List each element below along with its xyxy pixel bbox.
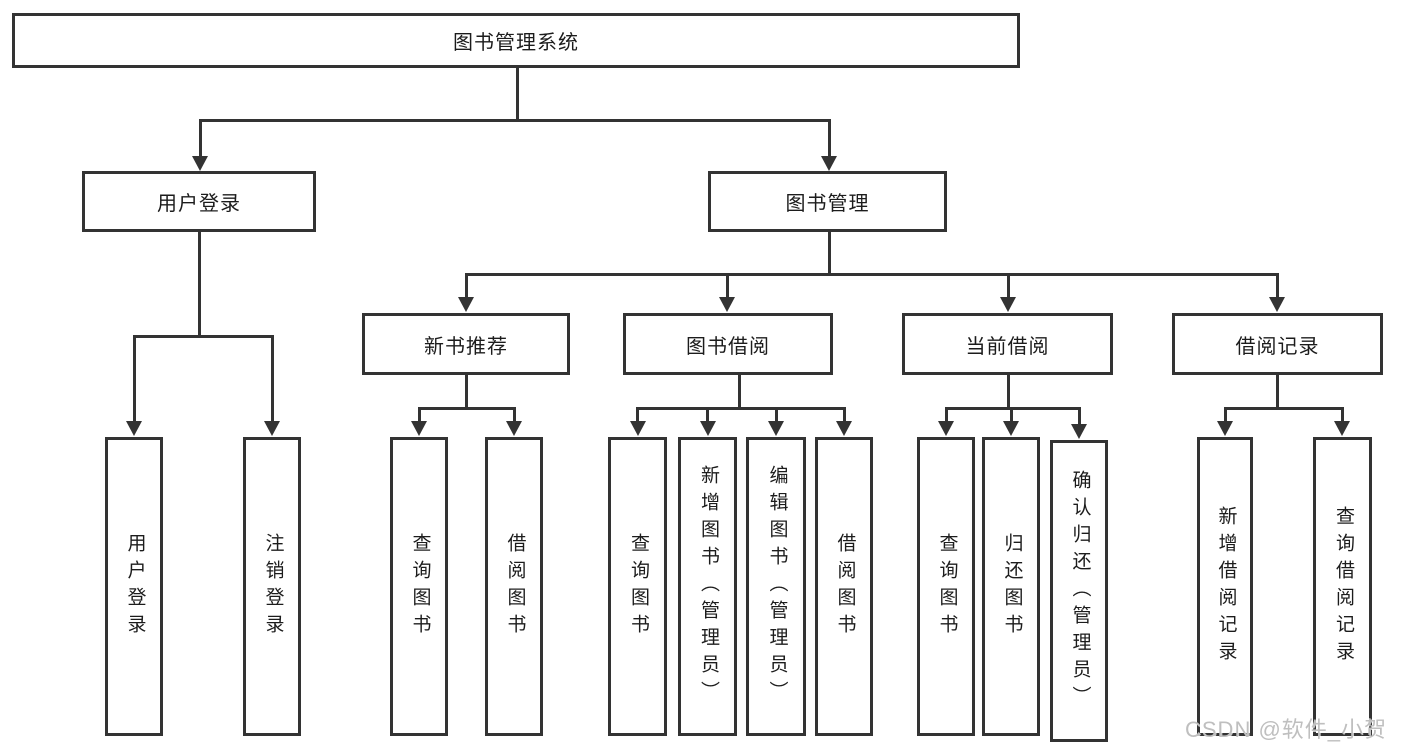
- connector-stub: [944, 406, 948, 422]
- arrowhead-leaf: [700, 421, 716, 436]
- leaf-query-books-borrow: 查询图书: [608, 437, 667, 736]
- node-current-borrow: 当前借阅: [902, 313, 1113, 375]
- arrowhead-leaf: [1071, 424, 1087, 439]
- leaf-confirm-return-admin: 确认归还（管理员）: [1050, 440, 1108, 742]
- node-label: 图书管理系统: [453, 32, 579, 54]
- connector-stub: [1341, 406, 1344, 422]
- leaf-label: 借阅图书: [504, 532, 526, 641]
- connector-stub: [774, 406, 778, 422]
- leaf-query-books-current: 查询图书: [917, 437, 975, 736]
- connector-stub: [842, 406, 846, 422]
- leaf-query-borrow-record: 查询借阅记录: [1313, 437, 1372, 736]
- connector-stub-leaf-logout: [270, 334, 274, 422]
- connector-stub-current-borrow: [1006, 273, 1010, 298]
- connector-borrow-records-rail: [1223, 406, 1344, 410]
- leaf-user-login: 用户登录: [105, 437, 163, 736]
- arrowhead-book-management: [821, 156, 837, 171]
- connector-stub: [636, 406, 639, 422]
- connector-stub: [1077, 406, 1081, 425]
- arrowhead-leaf: [938, 421, 954, 436]
- connector-stub: [706, 406, 709, 422]
- arrowhead-leaf: [630, 421, 646, 436]
- node-book-management: 图书管理: [708, 171, 947, 232]
- arrowhead-user-login: [192, 156, 208, 171]
- node-label: 新书推荐: [424, 335, 508, 358]
- arrowhead-leaf: [411, 421, 427, 436]
- connector-book-management-down: [827, 232, 831, 276]
- arrowhead-borrow-records: [1269, 297, 1285, 312]
- leaf-label: 编辑图书（管理员）: [766, 465, 788, 708]
- leaf-label: 用户登录: [124, 532, 146, 641]
- leaf-query-books-recommend: 查询图书: [390, 437, 448, 736]
- connector-stub: [1223, 406, 1227, 422]
- node-label: 当前借阅: [965, 335, 1050, 358]
- leaf-add-borrow-record: 新增借阅记录: [1197, 437, 1253, 736]
- node-label: 用户登录: [157, 193, 241, 215]
- csdn-watermark: CSDN @软件_小贺同学: [1185, 717, 1388, 742]
- leaf-label: 查询图书: [936, 532, 958, 641]
- connector-stub-leaf-user-login: [132, 334, 136, 422]
- leaf-borrow-books-borrow: 借阅图书: [815, 437, 873, 736]
- leaf-label: 新增图书（管理员）: [697, 465, 719, 708]
- connector-recommend-down: [464, 375, 468, 409]
- leaf-label: 查询借阅记录: [1332, 505, 1354, 668]
- connector-recommend-rail: [417, 406, 516, 410]
- connector-stub: [417, 406, 421, 422]
- arrowhead-leaf-logout: [264, 421, 280, 436]
- connector-level3-rail: [464, 273, 1279, 276]
- leaf-logout: 注销登录: [243, 437, 301, 736]
- leaf-label: 查询图书: [627, 532, 649, 641]
- connector-current-borrow-rail: [944, 406, 1081, 410]
- leaf-label: 借阅图书: [834, 532, 856, 641]
- leaf-borrow-books-recommend: 借阅图书: [485, 437, 543, 736]
- node-borrow-records: 借阅记录: [1172, 313, 1383, 375]
- arrowhead-leaf: [506, 421, 522, 436]
- leaf-label: 查询图书: [409, 532, 431, 641]
- node-library-management-system: 图书管理系统: [12, 13, 1020, 68]
- node-book-borrow: 图书借阅: [623, 313, 833, 375]
- node-new-book-recommend: 新书推荐: [362, 313, 570, 375]
- arrowhead-leaf: [836, 421, 852, 436]
- connector-stub-book-management: [827, 118, 831, 157]
- arrowhead-book-borrow: [719, 297, 735, 312]
- arrowhead-leaf: [1334, 421, 1350, 436]
- arrowhead-current-borrow: [1000, 297, 1016, 312]
- leaf-edit-book-admin: 编辑图书（管理员）: [746, 437, 806, 736]
- arrowhead-new-book-recommend: [458, 297, 474, 312]
- node-label: 图书管理: [785, 193, 870, 215]
- connector-stub-user-login: [198, 118, 202, 157]
- leaf-add-book-admin: 新增图书（管理员）: [678, 437, 737, 736]
- leaf-label: 确认归还（管理员）: [1069, 469, 1091, 713]
- leaf-label: 注销登录: [262, 532, 284, 641]
- connector-stub: [1009, 406, 1013, 422]
- arrowhead-leaf: [768, 421, 784, 436]
- node-label: 借阅记录: [1235, 335, 1320, 358]
- connector-stub: [512, 406, 516, 422]
- connector-stub-book-borrow: [725, 273, 729, 298]
- connector-stub-borrow-records: [1275, 273, 1279, 298]
- connector-level2-rail: [198, 118, 831, 122]
- arrowhead-leaf-user-login: [126, 421, 142, 436]
- node-label: 图书借阅: [686, 335, 770, 358]
- arrowhead-leaf: [1003, 421, 1019, 436]
- connector-user-login-rail: [132, 334, 274, 338]
- connector-book-borrow-down: [737, 375, 741, 409]
- connector-current-borrow-down: [1006, 375, 1010, 409]
- connector-root-down: [515, 68, 519, 121]
- connector-book-borrow-rail: [636, 406, 844, 410]
- connector-borrow-records-down: [1275, 375, 1279, 409]
- connector-user-login-down: [197, 232, 201, 337]
- connector-stub-new-book-recommend: [464, 273, 468, 298]
- leaf-return-books: 归还图书: [982, 437, 1040, 736]
- leaf-label: 新增借阅记录: [1215, 505, 1237, 668]
- leaf-label: 归还图书: [1001, 532, 1023, 641]
- node-user-login: 用户登录: [82, 171, 316, 232]
- arrowhead-leaf: [1217, 421, 1233, 436]
